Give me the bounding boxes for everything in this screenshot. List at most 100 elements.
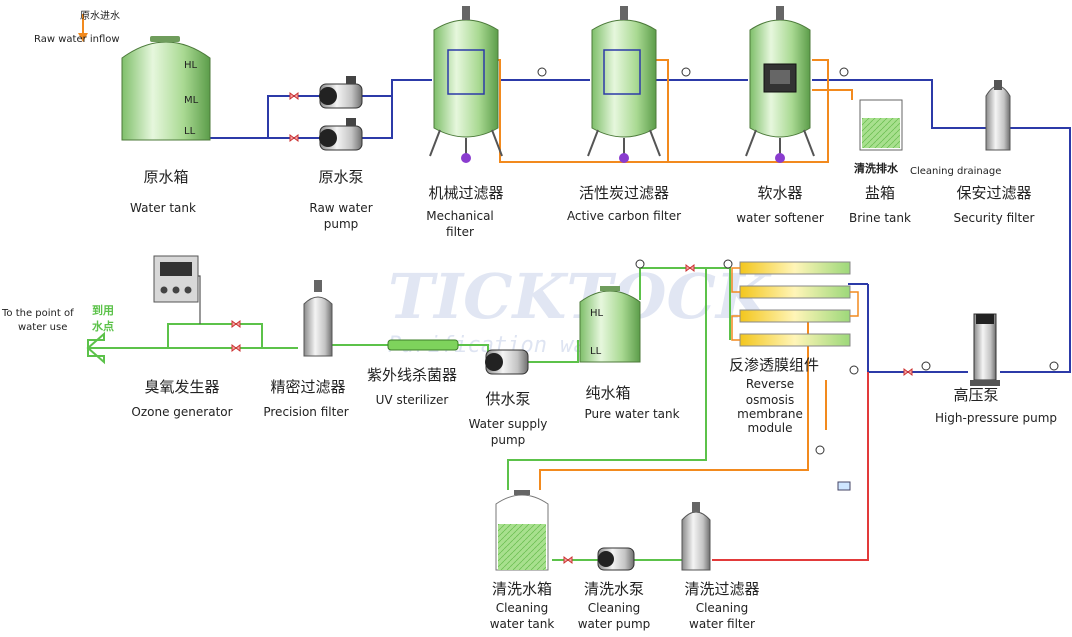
water-softener-label-en: water softener [736,211,824,225]
mechanical-filter-icon [429,6,503,163]
outflow-label-cn-2: 水点 [92,319,114,333]
cleaning-water-tank-label-en-2: water tank [490,617,555,631]
inflow-label-cn: 原水进水 [80,10,120,22]
security-filter-icon [985,80,1011,151]
cleaning-water-filter-icon [681,502,711,571]
precision-filter-label-cn: 精密过滤器 [270,378,345,396]
water-tank-icon: HL ML LL [121,36,211,141]
high-pressure-pump-icon [970,313,1000,386]
high-pressure-pump-label-cn: 高压泵 [953,386,998,404]
uv-sterilizer-label-en: UV sterilizer [376,393,449,407]
active-carbon-filter-label-cn: 活性炭过滤器 [579,184,669,202]
water-supply-pump-label-en-2: pump [491,433,526,447]
pressure-gauge-icon [537,67,547,77]
outflow-label-en-2: water use [18,322,67,333]
inflow-label-en: Raw water inflow [34,34,120,45]
precision-filter-icon [303,280,333,357]
uv-sterilizer-label-cn: 紫外线杀菌器 [367,366,457,384]
pure-water-tank-label-en: Pure water tank [584,407,679,421]
pressure-gauge-icon [815,445,825,455]
raw-water-inflow: 原水进水 Raw water inflow [34,10,120,45]
level-mark-ml: ML [184,95,199,106]
ozone-label-en: Ozone generator [131,405,232,419]
ro-module-label-en-3: membrane [737,407,803,421]
raw-water-pump-label-en-1: Raw water [309,201,372,215]
inflow-arrow-icon [78,33,88,42]
cleaning-water-tank-icon [495,490,549,571]
water-tank-label-cn: 原水箱 [143,168,188,186]
top-row-labels: 原水箱 Water tank 原水泵 Raw water pump 机械过滤器 … [130,168,1035,239]
cleaning-water-filter-label-cn: 清洗过滤器 [684,580,759,598]
water-supply-pump-label-en-1: Water supply [469,417,548,431]
valve-icon [563,556,573,564]
pressure-gauge-icon [839,67,849,77]
return-piping [712,372,869,561]
ro-membrane-module-icon [731,261,859,347]
pure-level-mark-ll: LL [590,346,602,357]
point-of-use-outflow: To the point of water use 到用 水点 [1,303,114,365]
cleaning-water-tank-label-en-1: Cleaning [496,601,549,615]
outflow-arrow-icon [86,331,105,365]
cleaning-water-tank-label-cn: 清洗水箱 [492,580,552,598]
uv-sterilizer-icon [387,339,459,351]
water-tank-label-en: Water tank [130,201,196,215]
drainage-label-en: Cleaning drainage [910,166,1001,177]
raw-water-pump-label-cn: 原水泵 [318,168,363,186]
outflow-label-cn-1: 到用 [92,303,114,317]
valve-icon [231,320,241,328]
active-carbon-filter-icon [587,6,661,163]
raw-water-pump-icon [319,76,363,151]
water-softener-icon [745,6,815,163]
valve-icon [231,344,241,352]
brine-tank-icon [859,99,903,151]
cleaning-water-pump-label-cn: 清洗水泵 [584,580,644,598]
precision-filter-label-en: Precision filter [263,405,348,419]
valve-icon [903,368,913,376]
mechanical-filter-label-en-1: Mechanical [426,209,494,223]
pure-level-mark-hl: HL [590,308,604,319]
pressure-gauge-icon [681,67,691,77]
ro-module-label-en-1: Reverse [746,377,794,391]
cleaning-water-pump-icon [597,547,635,571]
pure-water-tank-icon: HL LL [579,286,641,363]
level-mark-hl: HL [184,60,198,71]
ro-module-label-en-2: osmosis [746,393,794,407]
outflow-label-en-1: To the point of [1,308,74,319]
valves-and-gauges [231,67,1059,564]
pressure-gauge-icon [849,365,859,375]
cleaning-water-pump-label-en-2: water pump [578,617,651,631]
ozone-label-cn: 臭氧发生器 [144,378,219,396]
pressure-gauge-icon [921,361,931,371]
mechanical-filter-label-en-2: filter [446,225,474,239]
valve-icon [289,134,299,142]
bottom-row-labels: 清洗水箱 Cleaning water tank 清洗水泵 Cleaning w… [490,580,760,631]
valve-icon [685,264,695,272]
cleaning-water-filter-label-en-1: Cleaning [696,601,749,615]
pressure-gauge-icon [1049,361,1059,371]
pressure-gauge-icon [723,259,733,269]
high-pressure-pump-label-en: High-pressure pump [935,411,1057,425]
ozone-generator-icon [153,255,199,303]
cleaning-water-filter-label-en-2: water filter [689,617,755,631]
security-filter-label-en: Security filter [953,211,1034,225]
water-supply-pump-icon [485,349,529,375]
brine-tank-label-cn: 盐箱 [865,184,895,202]
middle-row-labels: 臭氧发生器 Ozone generator 精密过滤器 Precision fi… [131,356,1057,447]
raw-water-pump-label-en-2: pump [324,217,359,231]
cleaning-water-pump-label-en-1: Cleaning [588,601,641,615]
water-supply-pump-label-cn: 供水泵 [485,390,530,408]
pressure-gauge-icon [635,259,645,269]
mechanical-filter-label-cn: 机械过滤器 [428,184,503,202]
brine-tank-label-en: Brine tank [849,211,911,225]
water-softener-label-cn: 软水器 [757,184,802,202]
drain-cup-icon [837,481,851,491]
level-mark-ll: LL [184,126,196,137]
security-filter-label-cn: 保安过滤器 [956,184,1031,202]
active-carbon-filter-label-en: Active carbon filter [567,209,681,223]
ro-module-label-en-4: module [748,421,793,435]
valve-icon [289,92,299,100]
drainage-label-cn: 清洗排水 [854,161,899,175]
pure-water-tank-label-cn: 纯水箱 [585,384,630,402]
